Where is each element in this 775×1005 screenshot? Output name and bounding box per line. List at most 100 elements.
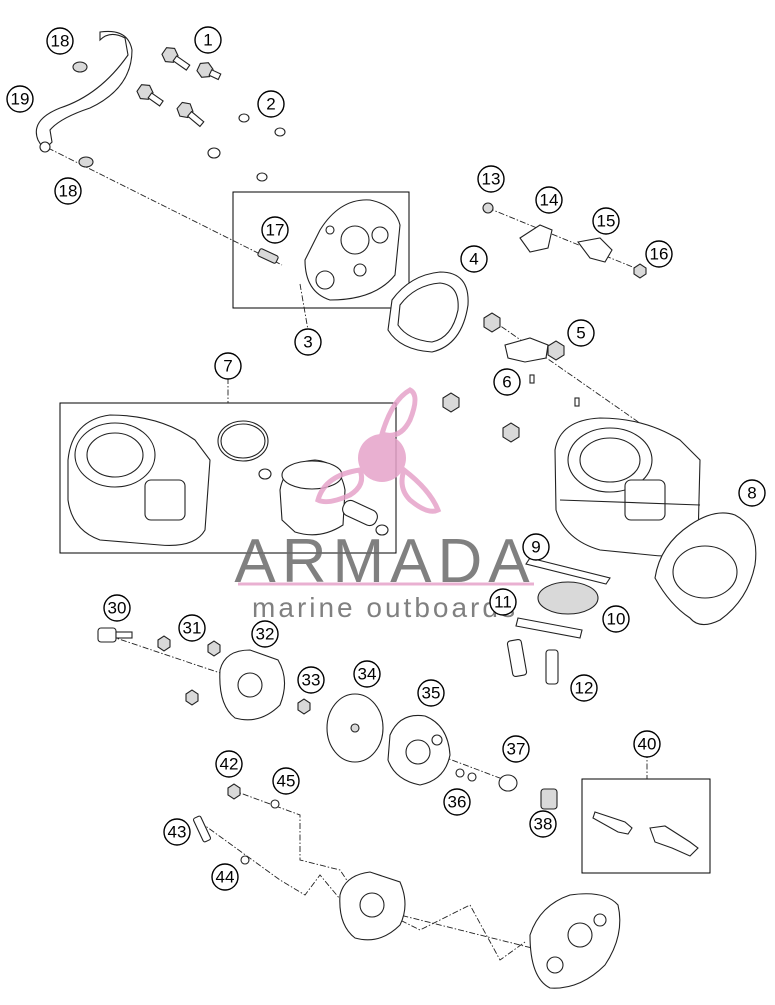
callout-3: 3 bbox=[294, 328, 322, 356]
callout-6: 6 bbox=[493, 368, 521, 396]
svg-text:1: 1 bbox=[203, 31, 212, 50]
callout-36: 36 bbox=[443, 788, 471, 816]
svg-text:37: 37 bbox=[507, 740, 526, 759]
watermark-logo: ARMADA marine outboards bbox=[234, 387, 535, 623]
svg-text:15: 15 bbox=[597, 212, 616, 231]
valve-cover bbox=[219, 649, 286, 721]
cylinder-left bbox=[67, 414, 211, 546]
circlip bbox=[258, 468, 389, 536]
bottom-cover bbox=[339, 871, 406, 941]
svg-text:17: 17 bbox=[266, 221, 285, 240]
callout-43: 43 bbox=[163, 818, 191, 846]
callout-45: 45 bbox=[272, 767, 300, 795]
callout-16: 16 bbox=[645, 240, 673, 268]
callout-5: 5 bbox=[567, 319, 595, 347]
callout-30: 30 bbox=[103, 594, 131, 622]
head-gasket bbox=[387, 271, 469, 353]
callout-18-bottom: 18 bbox=[54, 177, 82, 205]
callout-14: 14 bbox=[535, 186, 563, 214]
o-rings bbox=[207, 113, 286, 182]
svg-text:2: 2 bbox=[266, 95, 275, 114]
callout-44: 44 bbox=[211, 863, 239, 891]
diaphragm bbox=[326, 693, 384, 763]
cover-nuts bbox=[157, 635, 311, 715]
svg-text:10: 10 bbox=[607, 610, 626, 629]
callout-10: 10 bbox=[602, 605, 630, 633]
svg-text:8: 8 bbox=[747, 484, 756, 503]
callout-1: 1 bbox=[194, 26, 222, 54]
callout-7: 7 bbox=[214, 352, 242, 380]
piston bbox=[279, 459, 346, 536]
svg-text:43: 43 bbox=[168, 823, 187, 842]
exhaust-flange-parts bbox=[442, 312, 580, 443]
watermark-subtitle: marine outboards bbox=[252, 592, 518, 623]
callout-31: 31 bbox=[178, 614, 206, 642]
svg-text:38: 38 bbox=[534, 815, 553, 834]
svg-text:45: 45 bbox=[277, 772, 296, 791]
svg-text:13: 13 bbox=[482, 170, 501, 189]
cover-bolt bbox=[97, 627, 133, 643]
callout-15: 15 bbox=[592, 207, 620, 235]
svg-text:32: 32 bbox=[256, 625, 275, 644]
svg-text:5: 5 bbox=[576, 324, 585, 343]
valve-housing bbox=[387, 714, 451, 786]
callout-12: 12 bbox=[570, 674, 598, 702]
callout-38: 38 bbox=[529, 810, 557, 838]
callout-19: 19 bbox=[6, 85, 34, 113]
svg-text:7: 7 bbox=[223, 357, 232, 376]
cylinder-right bbox=[554, 417, 701, 557]
svg-text:12: 12 bbox=[575, 679, 594, 698]
head-bolts bbox=[136, 47, 222, 128]
svg-text:34: 34 bbox=[358, 665, 377, 684]
callout-33: 33 bbox=[297, 666, 325, 694]
callout-35: 35 bbox=[417, 679, 445, 707]
svg-text:36: 36 bbox=[448, 793, 467, 812]
svg-text:14: 14 bbox=[540, 191, 559, 210]
bottom-cylinder-head bbox=[529, 893, 621, 989]
svg-text:16: 16 bbox=[650, 245, 669, 264]
callout-37: 37 bbox=[502, 735, 530, 763]
piston-ring bbox=[217, 420, 269, 462]
exhaust-control-parts bbox=[482, 202, 647, 279]
svg-text:30: 30 bbox=[108, 599, 127, 618]
svg-text:9: 9 bbox=[531, 538, 540, 557]
svg-text:44: 44 bbox=[216, 868, 235, 887]
svg-text:18: 18 bbox=[51, 32, 70, 51]
temperature-sensor bbox=[257, 248, 279, 264]
callout-2: 2 bbox=[257, 90, 285, 118]
callout-17: 17 bbox=[261, 216, 289, 244]
bottom-small-parts bbox=[192, 783, 280, 865]
svg-text:31: 31 bbox=[183, 619, 202, 638]
callout-42: 42 bbox=[215, 750, 243, 778]
svg-text:33: 33 bbox=[302, 671, 321, 690]
group-box-valve-parts bbox=[581, 778, 711, 874]
svg-text:42: 42 bbox=[220, 755, 239, 774]
callout-4: 4 bbox=[460, 245, 488, 273]
callout-18-top: 18 bbox=[46, 27, 74, 55]
reed-valve-parts bbox=[506, 557, 611, 685]
svg-text:3: 3 bbox=[303, 333, 312, 352]
svg-text:6: 6 bbox=[502, 373, 511, 392]
piston-pin bbox=[342, 499, 378, 527]
valve-rod bbox=[592, 811, 633, 835]
callout-8: 8 bbox=[738, 479, 766, 507]
svg-text:19: 19 bbox=[11, 90, 30, 109]
svg-text:40: 40 bbox=[638, 735, 657, 754]
watermark-title: ARMADA bbox=[234, 527, 535, 596]
callout-34: 34 bbox=[353, 660, 381, 688]
callout-40: 40 bbox=[633, 730, 661, 758]
small-seals bbox=[455, 768, 518, 792]
cylinder-head bbox=[304, 199, 401, 301]
base-gasket bbox=[654, 512, 757, 626]
svg-text:11: 11 bbox=[494, 593, 512, 612]
breather-hose bbox=[35, 30, 133, 153]
callout-32: 32 bbox=[251, 620, 279, 648]
group-box-cylinder-head bbox=[232, 191, 410, 309]
callout-9: 9 bbox=[522, 533, 550, 561]
callout-11: 11 bbox=[489, 588, 517, 616]
callout-13: 13 bbox=[477, 165, 505, 193]
svg-text:35: 35 bbox=[422, 684, 441, 703]
spring bbox=[540, 788, 558, 810]
svg-text:18: 18 bbox=[59, 182, 78, 201]
